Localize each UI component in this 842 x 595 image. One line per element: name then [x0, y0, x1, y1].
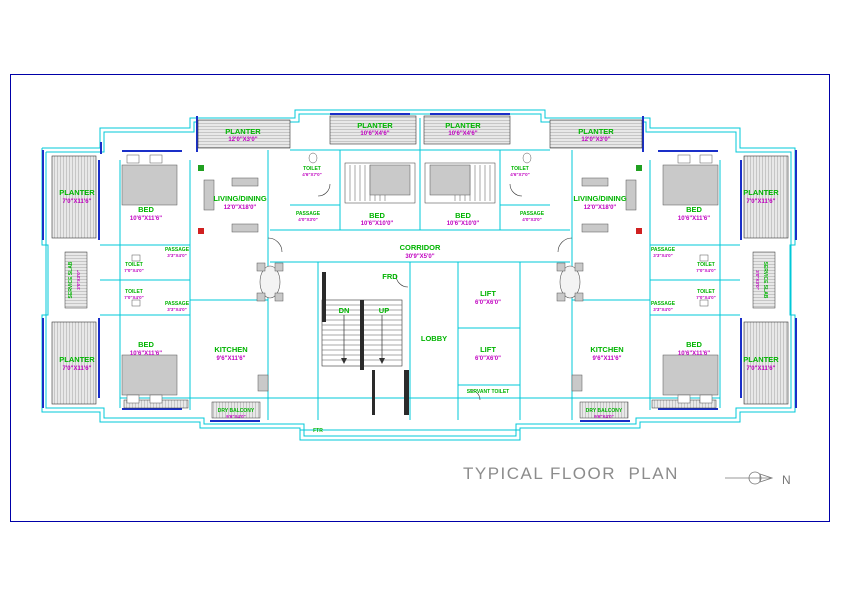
room-label: LIVING/DINING [213, 194, 267, 203]
blue-wall-segments [42, 113, 797, 422]
room-label: BED [138, 340, 154, 349]
room-dimension: 10'6"X4'6" [360, 131, 389, 137]
room-label: BED [138, 205, 154, 214]
room-label: PLANTER [225, 127, 261, 136]
room-dimension: 3'3"X4'0" [167, 253, 186, 258]
room-dimension: 9'6"X11'6" [217, 356, 246, 362]
room-label: BED [686, 205, 702, 214]
room-dimension: 7'0"X4'0" [696, 268, 715, 273]
room-dimension: 7'0"X11'6" [747, 366, 776, 372]
room-dimension: 9'6"X4'0" [594, 414, 613, 419]
room-dimension: 7'0"X11'6" [747, 199, 776, 205]
room-label: TOILET [125, 262, 143, 268]
room-dimension: 3'0"X3'0" [76, 270, 81, 289]
room-label: FTR [313, 428, 323, 434]
room-label: DRY BALCONY [218, 408, 255, 414]
room-dimension: 3'3"X4'0" [653, 253, 672, 258]
room-label: TOILET [697, 262, 715, 268]
north-arrow-icon [725, 471, 774, 485]
room-dimension: 4'6"X7'0" [302, 172, 321, 177]
room-dimension: 10'6"X10'0" [447, 221, 480, 227]
room-label: LIFT [480, 289, 496, 298]
room-label: LIVING/DINING [573, 194, 627, 203]
drawing-title: TYPICAL FLOOR PLAN [463, 464, 679, 483]
room-dimension: 9'6"X4'0" [226, 414, 245, 419]
room-label: PLANTER [578, 127, 614, 136]
room-dimension: 7'0"X4'0" [124, 295, 143, 300]
room-dimension: 4'0"X3'0" [298, 217, 317, 222]
room-dimension: 3'3"X4'0" [167, 307, 186, 312]
room-label: DN [339, 306, 350, 315]
room-dimension: 12'0"X18'0" [584, 205, 617, 211]
room-dimension: 10'6"X11'6" [678, 351, 710, 357]
planter-hatches [51, 115, 789, 419]
room-label: SERVANT TOILET [467, 389, 510, 395]
room-label: PASSAGE [165, 247, 190, 253]
room-label: LIFT [480, 345, 496, 354]
room-dimension: 10'6"X11'6" [678, 216, 710, 222]
room-dimension: 10'6"X11'6" [130, 351, 162, 357]
room-dimension: 12'0"X3'0" [228, 137, 257, 143]
room-dimension: 7'0"X4'0" [124, 268, 143, 273]
room-label: PASSAGE [651, 247, 676, 253]
room-dimension: 9'6"X11'6" [593, 356, 622, 362]
room-label: LOBBY [421, 334, 447, 343]
room-label: TOILET [125, 289, 143, 295]
room-dimension: 4'6"X7'0" [510, 172, 529, 177]
room-label: PASSAGE [165, 301, 190, 307]
room-label: TOILET [511, 166, 529, 172]
room-label: DRY BALCONY [586, 408, 623, 414]
room-label: KITCHEN [214, 345, 247, 354]
room-dimension: 10'6"X11'6" [130, 216, 162, 222]
room-label: PLANTER [445, 121, 481, 130]
room-dimension: 10'6"X10'0" [361, 221, 394, 227]
room-label: PASSAGE [651, 301, 676, 307]
room-label: UP [379, 306, 389, 315]
room-dimension: 12'0"X3'0" [581, 137, 610, 143]
room-dimension: 10'6"X4'6" [448, 131, 477, 137]
room-label: BED [455, 211, 471, 220]
room-dimension: 6'0"X6'0" [475, 356, 501, 362]
room-label: SERVICE SLAB [762, 262, 768, 299]
room-label: FRD [382, 272, 398, 281]
building-outline [41, 109, 796, 441]
room-label: TOILET [303, 166, 321, 172]
room-dimension: 4'0"X3'0" [522, 217, 541, 222]
room-label: BED [369, 211, 385, 220]
room-dimension: 7'0"X4'0" [696, 295, 715, 300]
room-label: KITCHEN [590, 345, 623, 354]
room-dimension: 3'3"X4'0" [653, 307, 672, 312]
room-dimension: 7'0"X11'6" [63, 199, 92, 205]
room-label: PLANTER [59, 188, 95, 197]
doors [267, 183, 573, 401]
furniture [121, 152, 719, 404]
room-label: SERVICE SLAB [68, 261, 74, 298]
room-dimension: 30'9"X5'0" [405, 254, 434, 260]
room-label: PASSAGE [520, 211, 545, 217]
room-label: PLANTER [59, 355, 95, 364]
room-label: CORRIDOR [400, 243, 441, 252]
room-label: PLANTER [357, 121, 393, 130]
north-label: N [782, 473, 791, 487]
room-label: TOILET [697, 289, 715, 295]
room-dimension: 3'0"X3'0" [755, 270, 760, 289]
room-labels: PLANTER 12'0"X3'0" PLANTER 10'6"X4'6" PL… [59, 121, 790, 487]
staircase [321, 162, 496, 415]
room-label: PLANTER [743, 188, 779, 197]
room-dimension: 12'0"X18'0" [224, 205, 257, 211]
drawing-border [10, 74, 830, 522]
room-label: PASSAGE [296, 211, 321, 217]
room-label: BED [686, 340, 702, 349]
room-dimension: 7'0"X11'6" [63, 366, 92, 372]
room-dimension: 6'0"X6'0" [475, 300, 501, 306]
room-label: PLANTER [743, 355, 779, 364]
